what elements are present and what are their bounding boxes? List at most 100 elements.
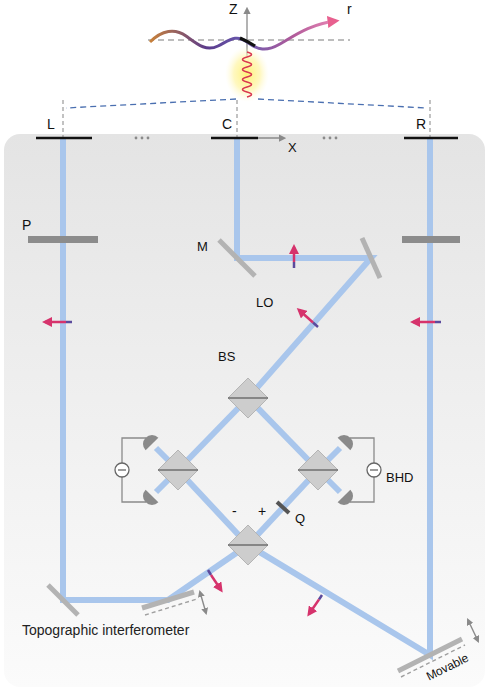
part-label: P [22, 218, 31, 233]
light-beams-part [63, 138, 248, 600]
ellipsis-dots-part [335, 137, 338, 140]
port-label: L [47, 117, 55, 132]
photodetectors-part [338, 490, 357, 509]
axis-label: Z [229, 2, 238, 17]
port-planes-part [211, 137, 258, 140]
polarization-arrows-part [299, 310, 313, 323]
polarization-arrows-part [66, 321, 72, 324]
surface-wave [150, 21, 336, 49]
part-label: BS [218, 350, 235, 364]
ellipsis-dots-part [141, 137, 144, 140]
panel-ground-part [4, 134, 485, 687]
part-label: BHD [386, 471, 413, 485]
photodetectors [139, 431, 356, 508]
signal-label: LO [256, 296, 273, 310]
panel-title: Topographic interferometer [22, 622, 189, 639]
ellipsis-dots-part [323, 137, 326, 140]
sample-glow-part [225, 46, 269, 102]
mirrors-part [48, 585, 78, 615]
beam-splitter-cubes [158, 378, 338, 565]
interferometer-panel: Topographic interferometer [4, 134, 485, 687]
polarization-arrows-part [309, 600, 319, 615]
light-beams-part [237, 138, 371, 398]
subtractor-symbols-part [367, 463, 381, 477]
subtractor-symbols-part [370, 469, 378, 470]
x-axis-arrow [258, 138, 284, 139]
axis-label: X [288, 141, 297, 155]
port-planes-part [36, 137, 92, 140]
subtractor-symbols [115, 463, 381, 477]
wave-plate-part [277, 502, 289, 513]
translation-arrows [200, 592, 478, 641]
polarization-arrows-part [293, 262, 296, 268]
axis-lines-part [148, 39, 350, 40]
port-guides [63, 100, 430, 138]
translation-arrows-part [468, 620, 478, 641]
wave-plate [277, 502, 289, 513]
ellipsis-dots-part [135, 137, 138, 140]
ellipsis-dots [135, 137, 338, 140]
polarization-arrows [45, 247, 441, 614]
surface-wave-part [240, 38, 255, 46]
polarization-arrows-part [293, 247, 296, 262]
projection-lines [66, 99, 427, 108]
light-beams-part [248, 138, 430, 655]
port-planes-part [404, 137, 458, 140]
projection-lines-part [258, 99, 427, 108]
port-label: R [416, 117, 426, 132]
polarization-arrows-part [435, 321, 441, 324]
mirror-shift-ghosts-part [145, 599, 197, 615]
beam-splitter-cubes-part [158, 450, 198, 490]
port-guides-part [429, 100, 430, 138]
ellipsis-dots-part [147, 137, 150, 140]
beam-splitter-cubes-part [298, 469, 338, 471]
mirrors-part [219, 240, 255, 276]
polarizers-part [402, 236, 460, 243]
polarization-arrows-part [211, 575, 221, 590]
port-planes [36, 137, 458, 140]
beam-splitter-cubes-part [228, 525, 268, 565]
part-label: Q [295, 512, 305, 526]
photodetectors-part [139, 431, 158, 450]
mirrors-part [142, 592, 194, 608]
beam-splitter-cubes-part [298, 450, 338, 490]
part-label: M [197, 240, 208, 254]
mirrors-part [362, 238, 380, 278]
sample-glow-part [243, 52, 252, 97]
polarization-arrows-part [413, 321, 435, 324]
detector-wires [122, 438, 374, 502]
port-guides-part [236, 100, 237, 138]
polarization-arrows-part [45, 321, 66, 324]
beam-splitter-cubes-part [228, 544, 268, 546]
sign-label: - [232, 504, 237, 519]
ellipsis-dots-part [329, 137, 332, 140]
polarization-arrows-part [208, 570, 211, 575]
panel-ground [4, 134, 485, 687]
projection-lines-part [66, 99, 236, 108]
subtractor-symbols-part [115, 463, 129, 477]
translation-arrows-part [200, 592, 206, 613]
sample-glow [225, 46, 269, 102]
beam-splitter-cubes-part [228, 378, 268, 418]
polarization-arrows-part [313, 323, 318, 328]
x-axis-arrow-part [258, 137, 284, 139]
beam-splitter-cubes-part [158, 469, 198, 471]
light-beams [63, 138, 430, 655]
mirrors [48, 238, 462, 671]
light-beams-part [178, 398, 248, 470]
light-beams-part [178, 470, 248, 545]
axis-label: r [347, 2, 352, 17]
polarizers-part [28, 236, 98, 243]
photodetectors-part [139, 490, 158, 509]
beam-splitter-cubes-part [228, 397, 268, 399]
port-guides-part [62, 100, 63, 138]
sign-label: + [258, 504, 266, 519]
light-beams-part [248, 470, 318, 545]
polarization-arrows-part [319, 595, 322, 600]
port-label: C [222, 117, 232, 132]
polarizers [28, 236, 460, 243]
photodetectors-part [338, 431, 357, 450]
mirror-shift-ghosts [145, 599, 465, 677]
light-beams-part [248, 398, 318, 470]
